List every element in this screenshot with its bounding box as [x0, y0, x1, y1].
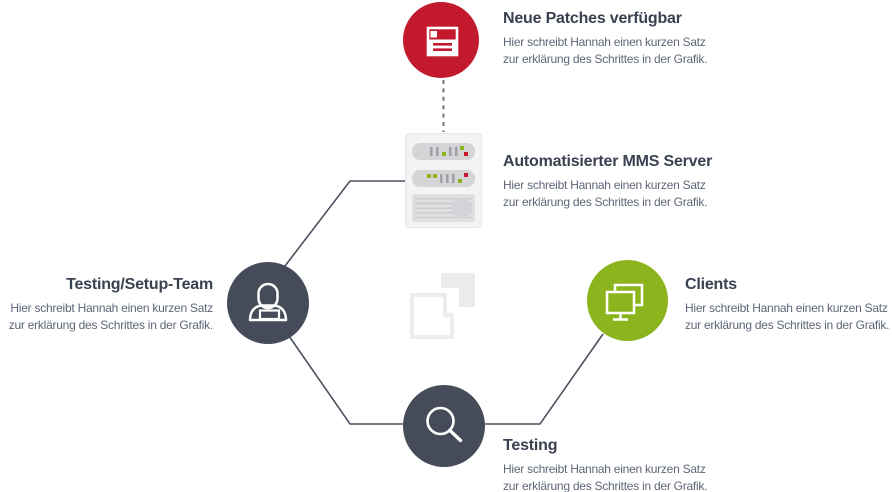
- server-title: Automatisierter MMS Server: [503, 153, 713, 170]
- testing-title: Testing: [503, 437, 558, 454]
- server-led-row: [427, 173, 468, 183]
- node-testing-circle: [403, 385, 485, 467]
- connector-server-team: [284, 180, 405, 267]
- clients-label: Clients Hier schreibt Hannah einen kurze…: [685, 275, 890, 333]
- server-label: Automatisierter MMS Server Hier schreibt…: [503, 152, 712, 210]
- browser-window-icon: [426, 26, 459, 57]
- node-patches-circle: [403, 2, 479, 78]
- server-desc-line2: zur erklärung des Schrittes in der Grafi…: [503, 194, 708, 209]
- team-label: Testing/Setup-Team Hier schreibt Hannah …: [8, 275, 214, 333]
- user-icon: [248, 282, 288, 322]
- clients-title: Clients: [685, 276, 737, 293]
- testing-desc-line1: Hier schreibt Hannah einen kurzen Satz: [503, 462, 706, 476]
- node-team-circle: [227, 262, 309, 344]
- clients-desc-line2: zur erklärung des Schrittes in der Grafi…: [685, 317, 890, 332]
- server-vent-circle: [452, 198, 472, 218]
- team-desc: Hier schreibt Hannah einen kurzen Satz z…: [8, 300, 214, 333]
- dual-monitor-icon: [605, 283, 644, 321]
- patches-label: Neue Patches verfügbar Hier schreibt Han…: [503, 9, 708, 67]
- server-desc-line1: Hier schreibt Hannah einen kurzen Satz: [503, 178, 706, 192]
- patches-title: Neue Patches verfügbar: [503, 10, 682, 27]
- patches-desc-line2: zur erklärung des Schrittes in der Grafi…: [503, 51, 708, 66]
- testing-desc-line2: zur erklärung des Schrittes in der Grafi…: [503, 478, 708, 492]
- team-desc-line2: zur erklärung des Schrittes in der Grafi…: [8, 317, 214, 332]
- server-rack-unit: [412, 170, 475, 187]
- clients-desc-line1: Hier schreibt Hannah einen kurzen Satz: [685, 301, 888, 315]
- testing-desc: Hier schreibt Hannah einen kurzen Satz z…: [503, 461, 708, 492]
- node-clients-circle: [587, 260, 668, 341]
- patches-desc-line1: Hier schreibt Hannah einen kurzen Satz: [503, 35, 706, 49]
- server-vent-panel: [412, 194, 475, 222]
- magnifier-icon: [426, 406, 463, 443]
- testing-label: Testing Hier schreibt Hannah einen kurze…: [503, 436, 708, 492]
- patches-desc: Hier schreibt Hannah einen kurzen Satz z…: [503, 34, 708, 67]
- connector-team-testing: [288, 335, 403, 425]
- server-desc: Hier schreibt Hannah einen kurzen Satz z…: [503, 177, 712, 210]
- connector-testing-clients: [485, 333, 604, 425]
- clients-desc: Hier schreibt Hannah einen kurzen Satz z…: [685, 300, 890, 333]
- server-rack-unit: [412, 143, 475, 160]
- server-led-row: [430, 146, 468, 156]
- team-title: Testing/Setup-Team: [66, 276, 213, 293]
- server-rack-illustration: [405, 133, 482, 228]
- logo-watermark-icon: [410, 273, 475, 339]
- team-desc-line1: Hier schreibt Hannah einen kurzen Satz: [10, 301, 213, 315]
